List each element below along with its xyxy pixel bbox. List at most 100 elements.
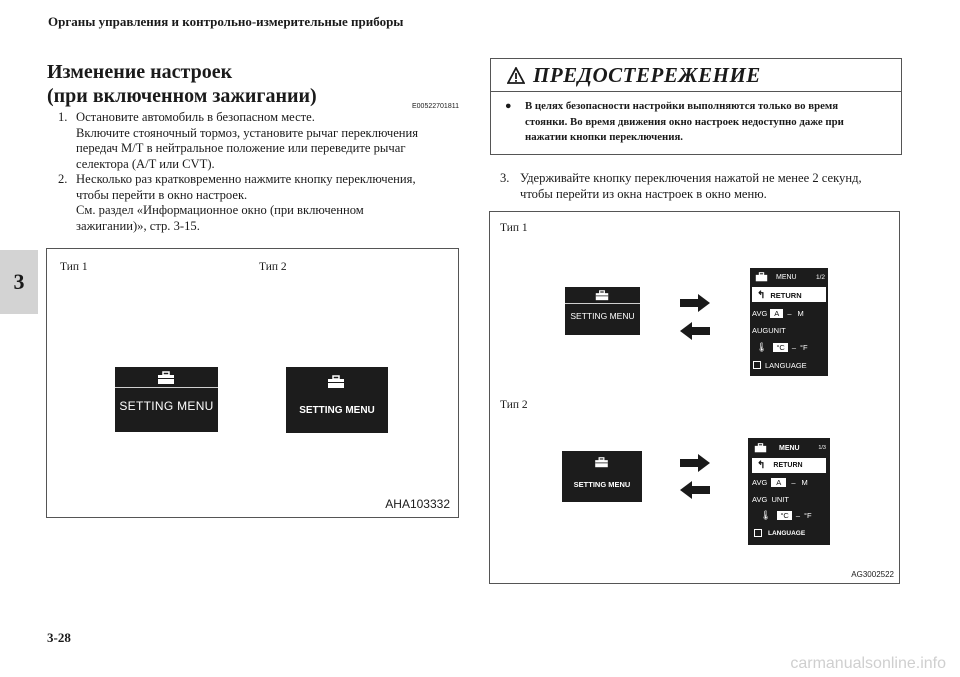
steps-list: 1. Остановите автомобиль в безопасном ме… [58,110,468,234]
toolbox-icon [754,443,767,453]
thermometer-icon: 🌡 [760,510,772,520]
avgunit-row: AVG UNIT [748,493,830,505]
type2-label: Тип 2 [259,261,287,273]
avg-m-option: M [797,308,804,318]
temp-separator: – [795,511,801,520]
menu-header-row: MENU 1/3 [748,442,830,454]
setting-menu-text: SETTING MENU [119,399,214,413]
screen-divider [565,303,640,304]
avg-a-option: A [770,308,784,318]
toolbox-icon [328,375,344,388]
menu-page: 1/2 [815,273,825,281]
language-row: LANGUAGE [748,527,830,539]
section-code: E00522701811 [412,103,459,110]
step-number: 1. [58,110,68,124]
language-label: LANGUAGE [765,360,807,370]
language-label: LANGUAGE [768,529,806,537]
warning-line: стоянки. Во время движения окно настроек… [525,115,844,128]
toolbox-icon [595,457,608,468]
temp-separator: – [791,343,797,352]
menu-screen-type1: MENU 1/2 ↰ RETURN AVG A – M AUGUNIT 🌡 °C… [750,268,828,376]
list-item: 1. Остановите автомобиль в безопасном ме… [58,110,468,172]
avgunit-label: AUGUNIT [752,325,786,335]
page-number: 3-28 [47,630,71,645]
menu-title: MENU [776,273,797,281]
step-number: 2. [58,172,68,186]
section-title-line2: (при включенном зажигании) [47,85,317,107]
setting-menu-text: SETTING MENU [573,480,631,489]
return-item: ↰ RETURN [752,458,826,473]
screen-divider [115,387,218,388]
avg-row: AVG A – M [750,307,828,319]
temp-row: 🌡 °C – °F [748,509,830,522]
arrow-left-icon [680,322,710,340]
figure-setting-menu: Тип 1 Тип 2 SETTING MENU SETTING MENU AH… [46,248,459,518]
toolbox-icon [158,371,174,384]
arrow-right-icon [680,454,710,472]
list-item: 3. Удерживайте кнопку переключения нажат… [500,171,900,202]
watermark: carmanualsonline.info [790,655,946,672]
temp-c-option: °C [777,511,792,520]
section-title-line1: Изменение настроек [47,61,233,83]
menu-header-row: MENU 1/2 [750,271,828,283]
section-title: Изменение настроек (при включенном зажиг… [47,60,317,108]
arrow-left-icon [680,481,710,499]
setting-menu-screen-type1: SETTING MENU [115,367,218,432]
step-text-line: Удерживайте кнопку переключения нажатой … [520,171,862,185]
warning-line: В целях безопасности настройки выполняют… [525,100,839,112]
setting-menu-text: SETTING MENU [570,311,635,321]
temp-c-option: °C [773,343,788,352]
avg-label: AVG [752,308,768,318]
temp-row: 🌡 °C – °F [750,341,828,354]
step-text-line: чтобы перейти в окно настроек. [76,187,248,202]
warning-title: ПРЕДОСТЕРЕЖЕНИЕ [533,62,761,87]
figure-code: AHA103332 [385,497,450,511]
type1-label: Тип 1 [60,261,88,273]
avg-row: AVG A – M [748,476,830,488]
type1-label: Тип 1 [500,222,528,234]
arrow-right-icon [680,294,710,312]
return-label: RETURN [770,290,802,300]
warning-header: ПРЕДОСТЕРЕЖЕНИЕ [491,59,901,92]
language-icon [753,361,761,369]
avg-separator: – [791,477,796,487]
figure-code: AG3002522 [851,570,894,579]
temp-f-option: °F [800,343,808,352]
return-item: ↰ RETURN [752,287,826,302]
language-row: LANGUAGE [750,359,828,371]
bullet-icon: ● [505,100,512,112]
return-label: RETURN [773,462,803,469]
avg-separator: – [787,308,792,318]
step-text-line: Остановите автомобиль в безопасном месте… [76,110,315,124]
temp-f-option: °F [804,511,812,520]
thermometer-icon: 🌡 [756,342,768,352]
step-text-line: Несколько раз кратковременно нажмите кно… [76,172,416,186]
step-text-line: селектора (A/T или CVT). [76,156,215,171]
setting-menu-screen-type2: SETTING MENU [562,451,642,502]
avg-m-option: M [801,477,808,487]
figure-menu-transition: Тип 1 Тип 2 SETTING MENU MENU 1/2 ↰ [489,211,900,584]
language-icon [754,529,762,537]
step-text-line: передач М/Т в нейтральное положение или … [76,141,406,155]
chapter-tab: 3 [0,250,38,314]
return-arrow-icon: ↰ [757,460,766,471]
menu-page: 1/3 [818,445,826,451]
warning-text: ● В целях безопасности настройки выполня… [505,99,891,146]
avg-label: AVG [752,477,768,487]
step-number: 3. [500,171,510,185]
menu-screen-type2: MENU 1/3 ↰ RETURN AVG A – M AVG UNIT 🌡 °… [748,438,830,545]
avg-a-option: A [771,477,787,487]
setting-menu-screen-type2: SETTING MENU [286,367,388,433]
step-text-line: зажигании)», стр. 3-15. [76,218,200,233]
list-item: 2. Несколько раз кратковременно нажмите … [58,172,468,234]
return-arrow-icon: ↰ [757,289,766,301]
setting-menu-screen-type1: SETTING MENU [565,287,640,335]
toolbox-icon [595,290,609,301]
step-text-line: Включите стояночный тормоз, установите р… [76,125,419,140]
warning-box: ПРЕДОСТЕРЕЖЕНИЕ ● В целях безопасности н… [490,58,902,155]
step-text-line: См. раздел «Информационное окно (при вкл… [76,203,364,217]
avgunit-row: AUGUNIT [750,324,828,336]
menu-title: MENU [779,444,800,452]
page-header: Органы управления и контрольно-измерител… [48,14,404,29]
warning-line: нажатии кнопки переключения. [525,131,684,143]
